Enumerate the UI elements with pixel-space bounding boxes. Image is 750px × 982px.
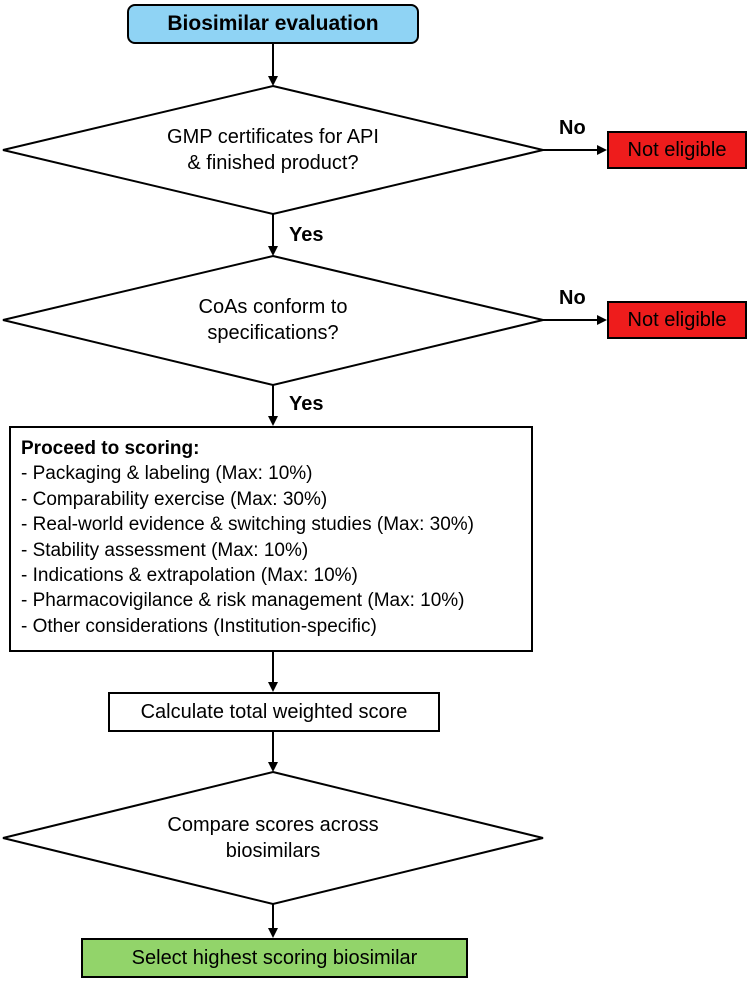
decision1-no-label: No	[559, 117, 586, 139]
scoring-item: - Real-world evidence & switching studie…	[21, 514, 475, 536]
decision2-diamond	[2, 254, 544, 387]
scoring-item: - Packaging & labeling (Max: 10%)	[21, 463, 313, 485]
calculate-label: Calculate total weighted score	[140, 700, 408, 723]
start-label: Biosimilar evaluation	[167, 12, 379, 35]
decision1-line1: GMP certificates for API	[167, 126, 379, 148]
not-eligible-label-1: Not eligible	[627, 138, 727, 161]
scoring-item: - Other considerations (Institution-spec…	[21, 615, 377, 637]
scoring-box: Proceed to scoring: - Packaging & labeli…	[9, 426, 533, 652]
decision3-line1: Compare scores across	[167, 814, 379, 836]
decision2-question: CoAs conform to specifications?	[123, 294, 423, 346]
decision2-yes-label: Yes	[289, 393, 324, 415]
final-label: Select highest scoring biosimilar	[131, 946, 418, 969]
start-box: Biosimilar evaluation	[127, 4, 419, 44]
not-eligible-label-2: Not eligible	[627, 308, 727, 331]
decision1-line2: & finished product?	[187, 152, 359, 174]
decision1-question: GMP certificates for API & finished prod…	[123, 124, 423, 176]
scoring-item: - Pharmacovigilance & risk management (M…	[21, 590, 465, 612]
not-eligible-box-1: Not eligible	[607, 131, 747, 169]
decision1-yes-label: Yes	[289, 224, 324, 246]
decision2-line1: CoAs conform to	[198, 296, 348, 318]
decision2-line2: specifications?	[207, 322, 339, 344]
scoring-item: - Indications & extrapolation (Max: 10%)	[21, 565, 358, 587]
decision2-no-label: No	[559, 287, 586, 309]
scoring-item: - Comparability exercise (Max: 30%)	[21, 488, 328, 510]
scoring-heading: Proceed to scoring:	[21, 438, 200, 459]
decision1-diamond	[2, 84, 544, 216]
scoring-item: - Stability assessment (Max: 10%)	[21, 539, 309, 561]
decision3-text: Compare scores across biosimilars	[123, 812, 423, 864]
calculate-box: Calculate total weighted score	[108, 692, 440, 732]
decision3-diamond	[2, 770, 544, 906]
final-box: Select highest scoring biosimilar	[81, 938, 468, 978]
decision3-line2: biosimilars	[225, 840, 321, 862]
not-eligible-box-2: Not eligible	[607, 301, 747, 339]
